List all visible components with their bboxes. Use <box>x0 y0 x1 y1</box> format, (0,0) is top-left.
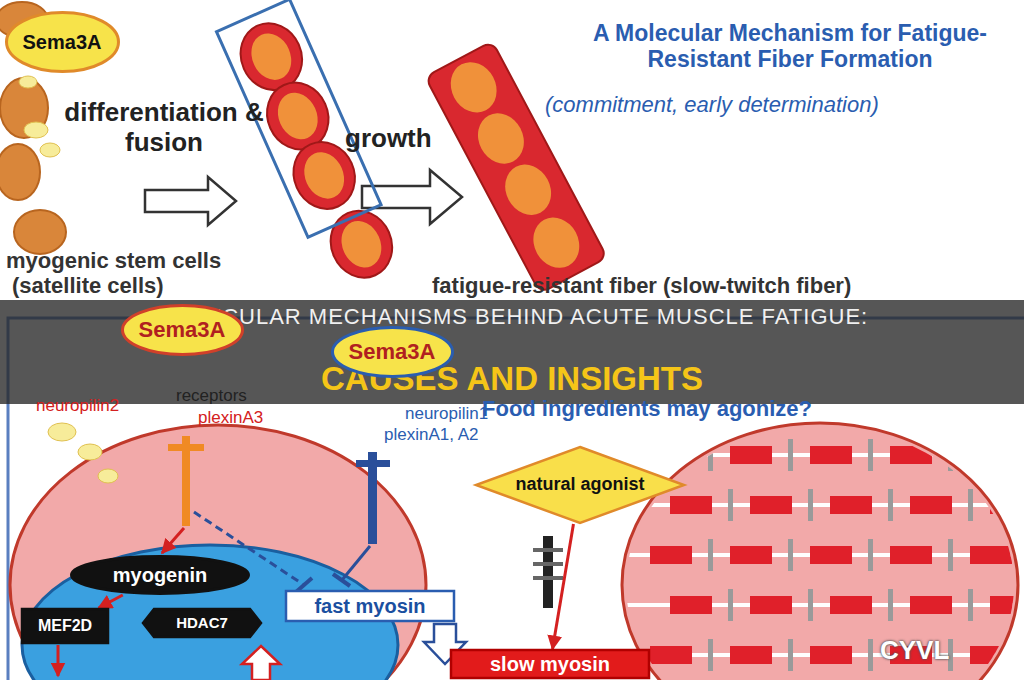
process-arrow <box>145 177 236 225</box>
node-text: myogenin <box>113 564 207 586</box>
node-text: Sema3A <box>23 31 102 53</box>
receptor-label: receptors <box>176 386 247 406</box>
gene-box: fast myosin <box>285 590 455 622</box>
cell-label: (satellite cells) <box>12 273 164 298</box>
signal-arrow <box>57 645 60 676</box>
signal-arrow <box>162 528 184 553</box>
cell-label: myogenic stem cells <box>6 248 221 273</box>
receptor-symbol <box>168 436 204 526</box>
receptor-label: neuropilin2 <box>36 396 119 416</box>
agonist-diamond: natural agonist <box>475 446 685 524</box>
subheading: (commitment, early determination) <box>545 92 879 117</box>
heading: A Molecular Mechanism for Fatigue-Resist… <box>562 20 1018 73</box>
node-text: natural agonist <box>515 475 644 495</box>
watermark: CYVL <box>880 636 949 666</box>
muscle-cell <box>10 425 426 680</box>
node-text: fast myosin <box>314 595 425 617</box>
question-note: Food ingredients may agonize? <box>482 396 812 421</box>
receptor-label: neuropilin1 <box>405 404 488 424</box>
factor-hexagon: HDAC7 <box>142 608 262 638</box>
ligand-oval: Sema3A <box>5 11 120 73</box>
factor-box: MEF2D <box>21 608 109 644</box>
title-line: CAUSES AND INSIGHTS <box>0 360 1024 398</box>
sarcomeres <box>620 439 1024 680</box>
node-text: slow myosin <box>490 653 610 675</box>
sema3a-dots <box>48 423 118 483</box>
muscle-fiber <box>425 41 607 293</box>
ligand-oval: Sema3A <box>331 326 454 378</box>
step-label: growth <box>345 124 432 154</box>
gene-box: slow myosin <box>450 649 650 679</box>
receptor-symbol <box>533 536 563 608</box>
signal-arrow <box>99 595 123 608</box>
fiber-label: fatigue-resistant fiber (slow-twitch fib… <box>432 273 851 298</box>
node-text: Sema3A <box>139 318 226 342</box>
inhibition-line <box>342 546 370 580</box>
muscle-cell <box>622 423 1018 680</box>
receptor-symbol <box>356 452 390 544</box>
receptor-label: plexinA3 <box>198 408 263 428</box>
receptor-label: plexinA1, A2 <box>384 425 479 445</box>
node-text: Sema3A <box>349 340 436 364</box>
factor-oval: myogenin <box>70 555 250 595</box>
signal-arrow <box>553 524 574 649</box>
increase-arrow <box>242 646 280 680</box>
node-text: HDAC7 <box>176 615 228 632</box>
ligand-oval: Sema3A <box>121 304 244 356</box>
inhibition-bar <box>333 574 350 586</box>
node-text: MEF2D <box>38 617 92 635</box>
title-band <box>0 300 1024 404</box>
step-label: differentiation & fusion <box>48 98 280 158</box>
